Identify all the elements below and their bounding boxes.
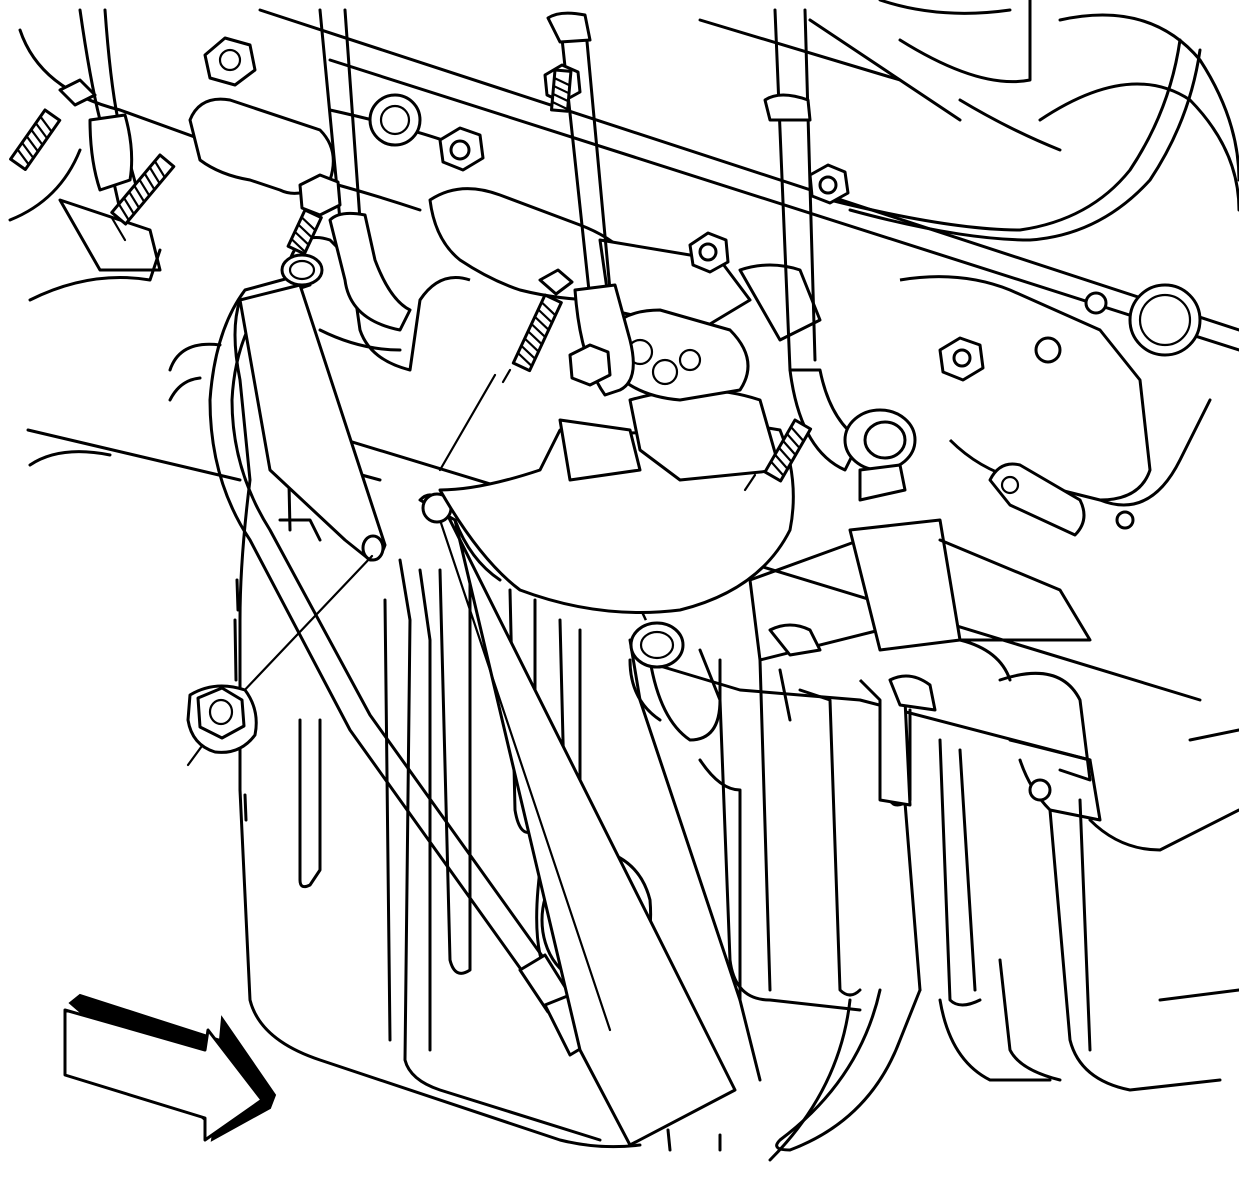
transmission-flange xyxy=(438,308,795,722)
direction-arrow-icon xyxy=(63,993,277,1142)
frame-lines xyxy=(26,342,722,1152)
spark-plug-wire-icon xyxy=(78,8,917,502)
spark-plug-springs xyxy=(9,68,813,492)
nut-icon xyxy=(186,373,497,767)
dipstick-bracket xyxy=(418,469,737,1147)
oil-level-indicator-tube xyxy=(208,253,597,1057)
bolt-icon xyxy=(203,36,985,387)
